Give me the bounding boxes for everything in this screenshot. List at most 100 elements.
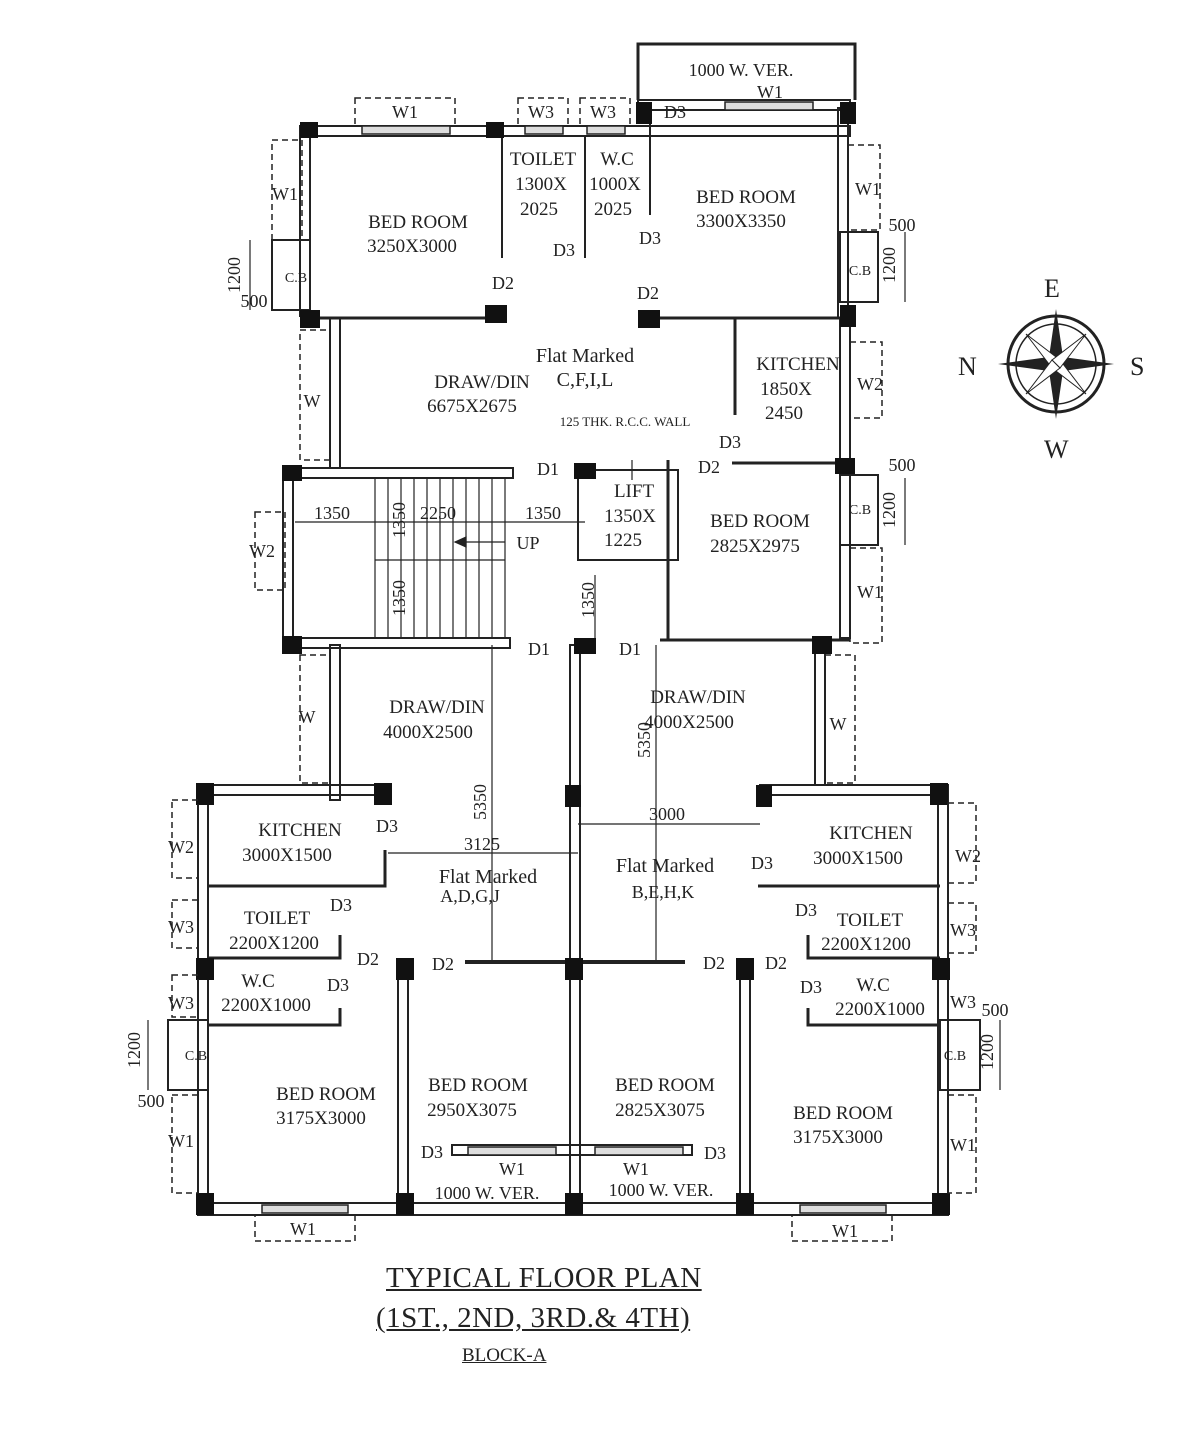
window-glazing bbox=[467, 1146, 557, 1156]
wall-kitchen-top-left bbox=[197, 784, 384, 796]
room-size: 4000X2500 bbox=[644, 712, 734, 733]
window-label: W1 bbox=[290, 1219, 316, 1239]
window-label: W3 bbox=[168, 917, 194, 937]
column bbox=[565, 958, 583, 980]
verandah-label: 1000 W. VER. bbox=[689, 60, 794, 80]
wall-wc-right-b bbox=[806, 1008, 940, 1027]
compass-west: W bbox=[1044, 435, 1069, 464]
room-name: BED ROOM bbox=[793, 1103, 893, 1124]
dim-1200: 1200 bbox=[224, 257, 244, 293]
window-glazing-ver bbox=[724, 101, 814, 111]
room-size: 4000X2500 bbox=[383, 722, 473, 743]
room-size: 2200X1200 bbox=[821, 934, 911, 955]
dim-1200: 1200 bbox=[124, 1032, 144, 1068]
column bbox=[196, 958, 214, 980]
door-label: D3 bbox=[704, 1143, 726, 1163]
window-w1-bottom-left bbox=[254, 1214, 356, 1242]
flat-marker-title: Flat Marked bbox=[616, 855, 714, 877]
wall-drawdin2-left bbox=[329, 644, 341, 801]
dim-500: 500 bbox=[138, 1091, 165, 1111]
room-name: BED ROOM bbox=[710, 511, 810, 532]
window-w3-left-b bbox=[171, 899, 199, 949]
column bbox=[636, 102, 652, 124]
dim-1200: 1200 bbox=[879, 492, 899, 528]
window-label: W1 bbox=[499, 1159, 525, 1179]
column bbox=[574, 463, 596, 479]
wall-kitchen-left bbox=[208, 850, 387, 888]
door-label: D3 bbox=[553, 240, 575, 260]
door-label: D3 bbox=[327, 975, 349, 995]
compass-east: E bbox=[1044, 274, 1060, 303]
room-name: W.C bbox=[241, 971, 275, 992]
verandah-label: 1000 W. VER. bbox=[435, 1183, 540, 1203]
window-w3-left-c bbox=[171, 974, 199, 1018]
room-name: KITCHEN bbox=[829, 823, 913, 844]
door-label: D1 bbox=[537, 459, 559, 479]
column bbox=[486, 122, 504, 138]
room-size: 1000X bbox=[589, 174, 641, 195]
dim-1350-v: 1350 bbox=[389, 580, 409, 616]
cupboard-label: C.B bbox=[849, 264, 871, 279]
rcc-wall-note: 125 THK. R.C.C. WALL bbox=[560, 414, 691, 429]
cupboard-5 bbox=[939, 1019, 981, 1091]
door-label: D2 bbox=[432, 954, 454, 974]
verandah-rail bbox=[451, 1144, 693, 1156]
plan-block-label: BLOCK-A bbox=[462, 1345, 547, 1366]
window-w1-right bbox=[847, 144, 881, 231]
room-name: KITCHEN bbox=[756, 354, 840, 375]
window-w2-right-b bbox=[947, 802, 977, 884]
window-label: W1 bbox=[855, 179, 881, 199]
door-label: D3 bbox=[800, 977, 822, 997]
column bbox=[565, 785, 581, 807]
compass-rose bbox=[998, 309, 1114, 419]
compass-point bbox=[998, 357, 1056, 371]
door-label: D3 bbox=[751, 853, 773, 873]
room-size: 2025 bbox=[520, 199, 558, 220]
column bbox=[396, 1193, 414, 1215]
cupboard-3 bbox=[839, 474, 879, 546]
stair bbox=[374, 478, 506, 638]
window-glazing bbox=[799, 1204, 887, 1214]
column bbox=[300, 310, 320, 328]
plan-title: TYPICAL FLOOR PLAN bbox=[386, 1262, 702, 1294]
window-w1-left bbox=[271, 139, 303, 241]
compass-north: N bbox=[958, 352, 977, 381]
room-size: 2200X1000 bbox=[835, 999, 925, 1020]
room-size: 2950X3075 bbox=[427, 1100, 517, 1121]
window-label: W1 bbox=[623, 1159, 649, 1179]
column bbox=[736, 958, 754, 980]
compass-point bbox=[1056, 357, 1114, 371]
plan-subtitle: (1ST., 2ND, 3RD.& 4TH) bbox=[376, 1302, 691, 1334]
flat-marker-ids: A,D,G,J bbox=[440, 886, 500, 906]
door-label: D2 bbox=[357, 949, 379, 969]
room-name: KITCHEN bbox=[258, 820, 342, 841]
window-glazing bbox=[361, 125, 451, 135]
door-label: D1 bbox=[619, 639, 641, 659]
window-w1-left-b bbox=[171, 1094, 199, 1194]
window-w1-right-b bbox=[947, 1094, 977, 1194]
dim-3125: 3125 bbox=[464, 834, 500, 854]
flat-marker-title: Flat Marked bbox=[536, 345, 634, 367]
column bbox=[736, 1193, 754, 1215]
wall-drawdin-left bbox=[329, 317, 341, 469]
windows bbox=[171, 97, 977, 1242]
room-size: 2200X1000 bbox=[221, 995, 311, 1016]
column bbox=[932, 958, 950, 980]
room-name: W.C bbox=[600, 149, 634, 170]
wall-stair-bottom bbox=[282, 637, 511, 649]
column bbox=[840, 305, 856, 327]
dim-1350-v: 1350 bbox=[389, 502, 409, 538]
verandah-label: 1000 W. VER. bbox=[609, 1180, 714, 1200]
room-size: 1350X bbox=[604, 506, 656, 527]
verandah-top bbox=[636, 42, 857, 100]
window-label: W bbox=[299, 707, 316, 727]
window-label: W1 bbox=[272, 184, 298, 204]
wall-right-bottom bbox=[937, 784, 949, 1216]
wall-right-middle bbox=[839, 317, 851, 639]
room-size: 6675X2675 bbox=[427, 396, 517, 417]
dim-1350: 1350 bbox=[525, 503, 561, 523]
window-label: W3 bbox=[590, 102, 616, 122]
window-label: W2 bbox=[955, 846, 981, 866]
lift-shaft bbox=[577, 469, 679, 561]
door-label: D3 bbox=[719, 432, 741, 452]
